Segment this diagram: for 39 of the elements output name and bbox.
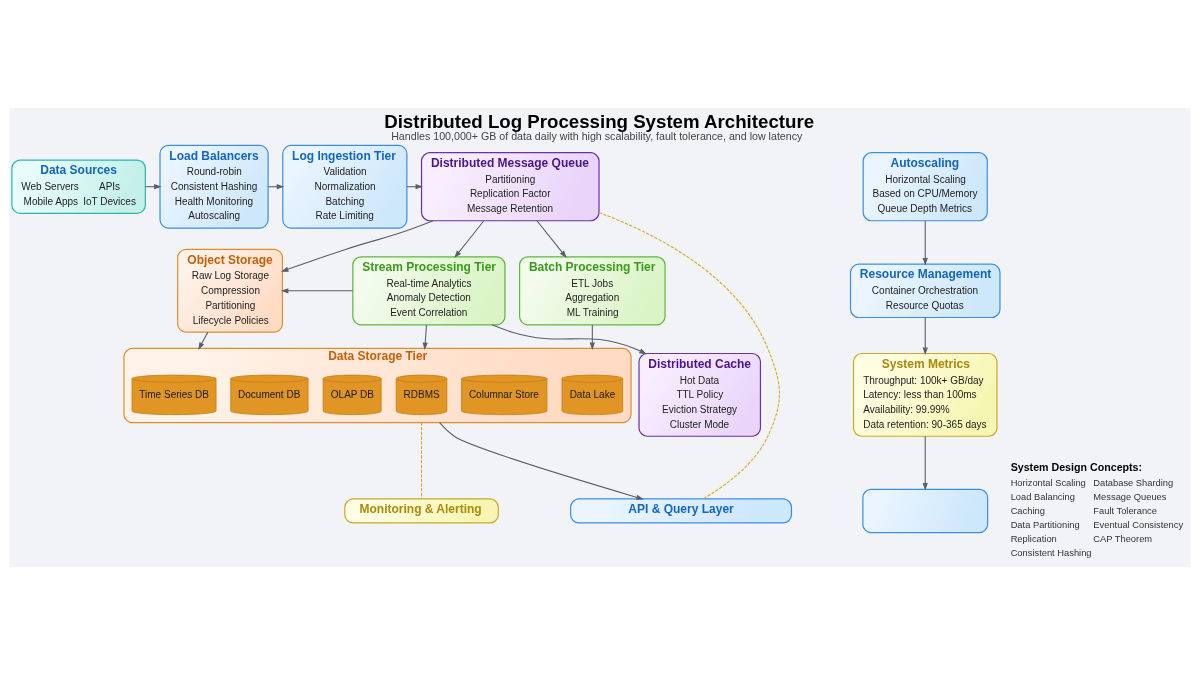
arrow: [922, 317, 928, 356]
label: CAP Theorem: [1093, 534, 1153, 545]
node-box: Resource Management Container Orchestration Resource Quotas: [849, 263, 1001, 319]
arrow: [922, 435, 928, 491]
node-box: [862, 488, 989, 534]
arrow: [198, 331, 209, 350]
label: Database Sharding: [1093, 478, 1174, 489]
connector: [421, 422, 423, 500]
label: Caching: [1010, 506, 1045, 517]
arrow: [536, 220, 567, 259]
node-box: Distributed Cache Hot Data TTL Policy Eviction Strategy Cluster Mode: [638, 352, 762, 437]
node-box: Log Ingestion Tier Validation Normalization Batching Rate Limiting: [282, 144, 408, 229]
node-box: Monitoring & Alerting: [344, 498, 499, 524]
arrow: [922, 220, 928, 266]
arrow: [454, 220, 485, 259]
node-box: Object Storage Raw Log Storage Compression Partitioning Lifecycle Policies: [177, 248, 284, 333]
node-box: Data Sources Web Servers APIs Mobile Apps IoT Devices: [11, 159, 146, 214]
label: Fault Tolerance: [1093, 506, 1157, 517]
node-box: Load Balancers Round-robin Consistent Hashing Health Monitoring Autoscaling: [159, 144, 269, 229]
label: Message Queues: [1093, 492, 1167, 503]
label: Data Partitioning: [1010, 520, 1080, 531]
node-box: Distributed Message Queue Partitioning Replication Factor Message Retention: [420, 152, 600, 222]
label: Consistent Hashing: [1010, 548, 1092, 559]
arrow: [280, 288, 354, 294]
label: Eventual Consistency: [1093, 520, 1184, 531]
arrow: [439, 422, 644, 500]
arrow: [280, 220, 434, 272]
node-box: Batch Processing Tier ETL Jobs Aggregation ML Training: [519, 256, 666, 326]
label: Replication: [1010, 534, 1057, 545]
node-box: System Metrics Throughput: 100k+ GB/day Latency: less than 100ms Availability: 99.99% Data retention: 90-365 days: [852, 352, 998, 437]
connector: [598, 212, 780, 500]
arrow: [422, 324, 428, 351]
node-box: Autoscaling Horizontal Scaling Based on CPU/Memory Queue Depth Metrics: [862, 152, 988, 222]
label: Horizontal Scaling: [1010, 478, 1086, 489]
arrow: [267, 184, 285, 190]
node-box: Stream Processing Tier Real-time Analytics Anomaly Detection Event Correlation: [352, 256, 506, 326]
label: System Design Concepts:: [1010, 460, 1143, 473]
label: Load Balancing: [1010, 492, 1075, 503]
node-box: API & Query Layer: [570, 498, 793, 524]
